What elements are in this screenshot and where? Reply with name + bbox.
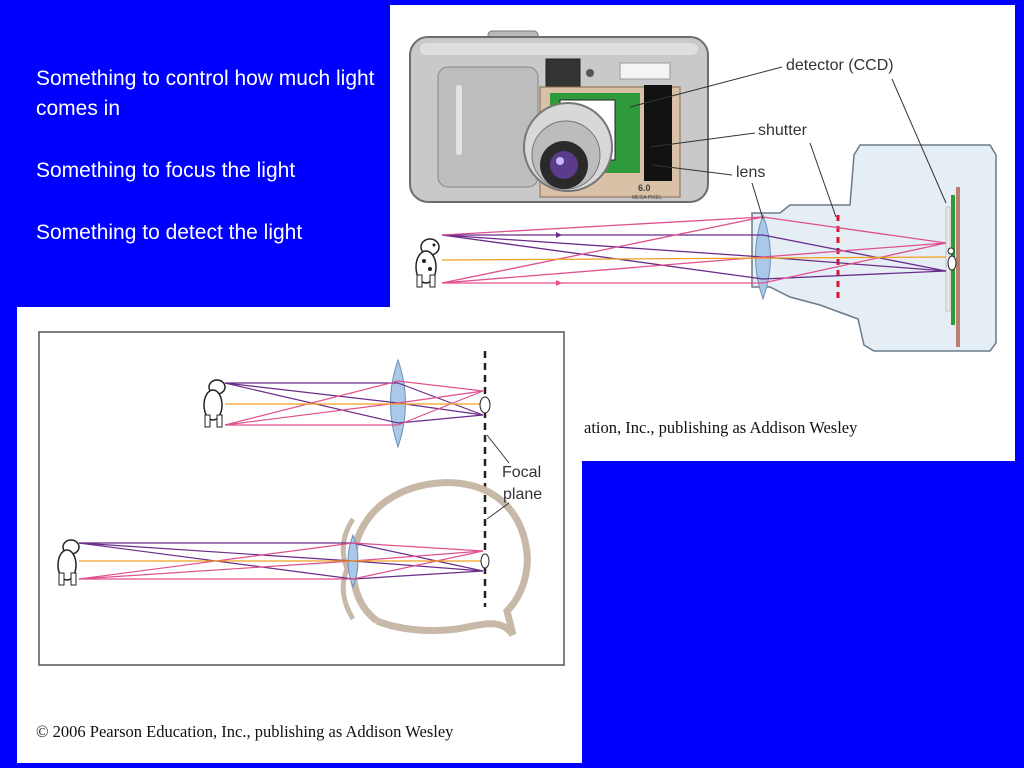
camera-badge: 6.0: [638, 183, 651, 193]
top-dog-image: [479, 396, 491, 414]
bottom-dog-image: [480, 553, 490, 569]
ccd-board: [956, 187, 960, 347]
dog-object: [415, 238, 440, 288]
top-dog-object: [203, 379, 226, 428]
focal-label-line2: plane: [503, 486, 542, 503]
camera-credit: ation, Inc., publishing as Addison Wesle…: [584, 418, 858, 437]
camera-badge-sub: MEGA PIXEL: [632, 195, 662, 201]
bottom-dog-object: [57, 539, 80, 586]
camera-light-rays: [441, 216, 947, 286]
bullet-focus-light: Something to focus the light: [36, 159, 296, 182]
digital-camera-illustration: 6.0 MEGA PIXEL: [409, 30, 709, 203]
bullet-detect-light: Something to detect the light: [36, 221, 303, 244]
eye-figure: Focal plane © 2006 Pearson Education, In…: [17, 307, 582, 763]
top-light-rays: [224, 380, 484, 426]
figure-frame: [38, 331, 565, 666]
camera-diagram: 6.0 MEGA PIXEL: [409, 30, 997, 352]
eye-diagram: Focal plane: [38, 331, 565, 666]
shutter-label: shutter: [758, 122, 808, 139]
eye-light-rays: [78, 542, 484, 580]
lens-label: lens: [736, 164, 765, 181]
label-leaders: [629, 66, 947, 220]
dog-image-on-ccd: [947, 247, 957, 271]
bullet-list: Something to control how much light come…: [36, 64, 381, 280]
focal-label-line1: Focal: [502, 464, 541, 481]
detector-label: detector (CCD): [786, 57, 894, 74]
focal-leaders: [486, 434, 510, 520]
bullet-control-light: Something to control how much light come…: [36, 67, 375, 120]
eye-credit: © 2006 Pearson Education, Inc., publishi…: [36, 722, 454, 741]
